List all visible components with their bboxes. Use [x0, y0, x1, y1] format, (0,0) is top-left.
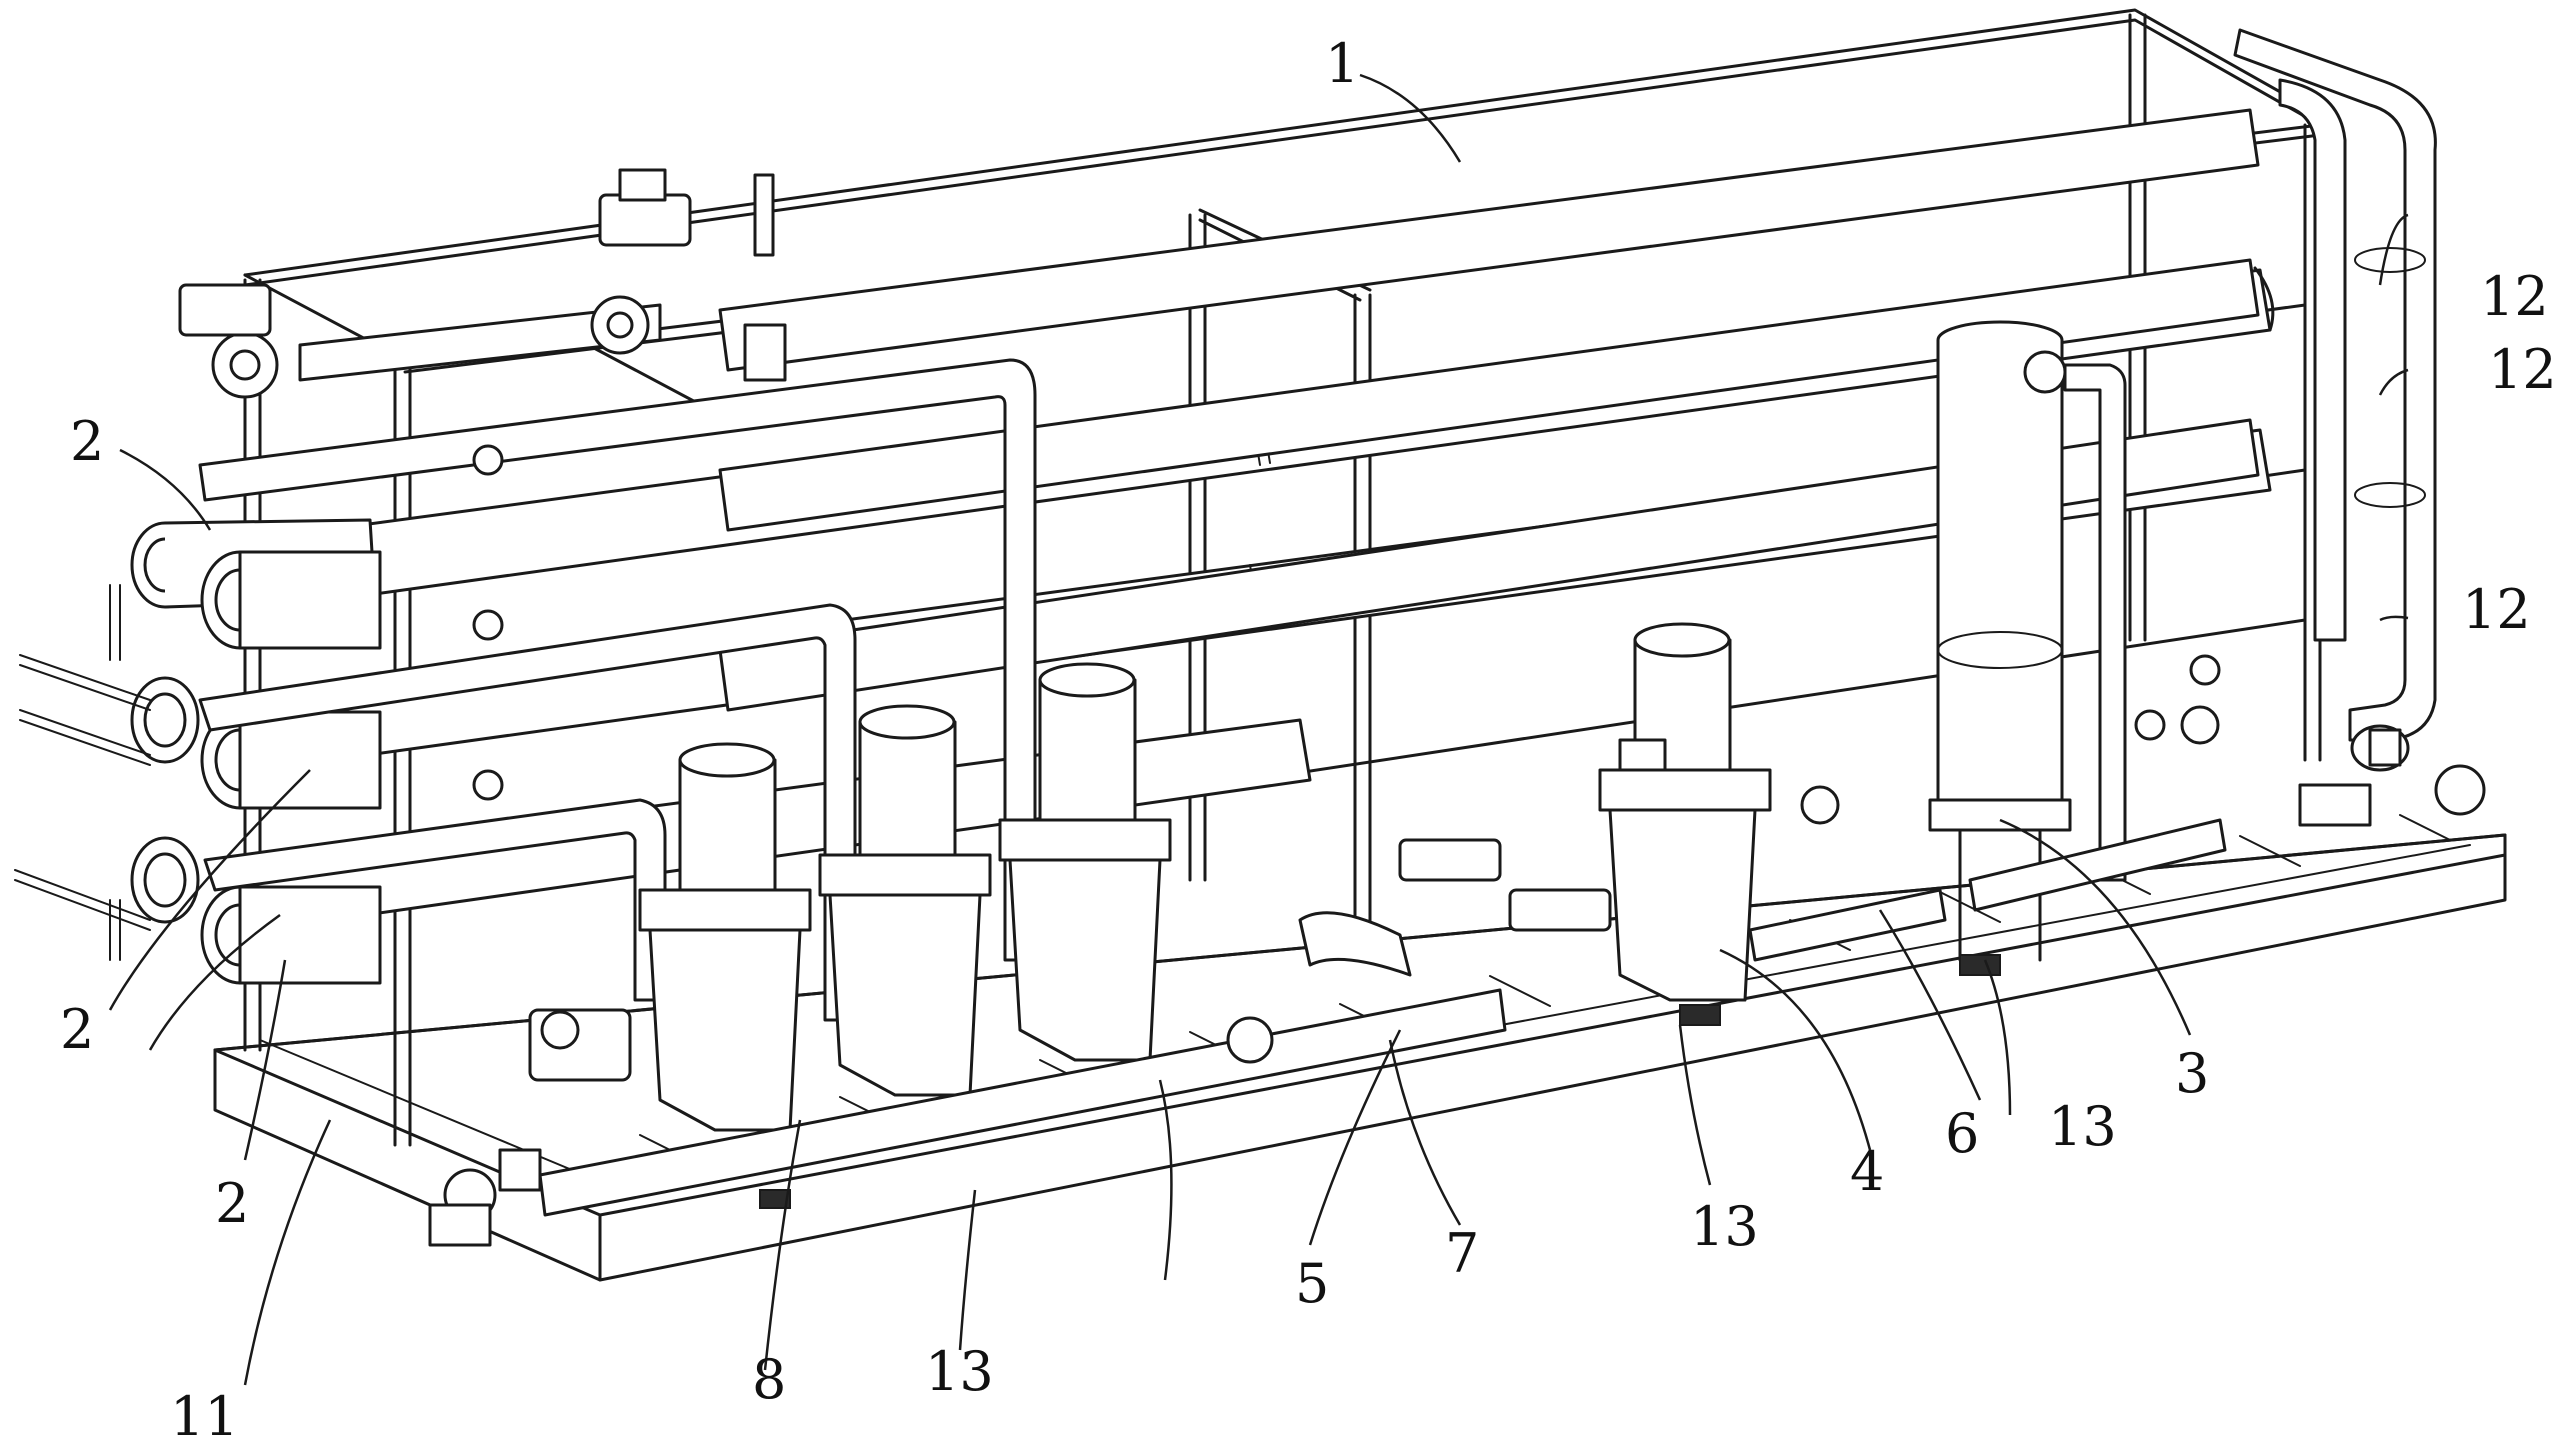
callout-12-mid: 12	[2488, 338, 2557, 401]
pressure-vessels	[14, 108, 2275, 985]
callout-7: 7	[1445, 1222, 1479, 1285]
callout-13-mid: 13	[1690, 1195, 1759, 1258]
return-headers	[2233, 28, 2437, 772]
callout-13-front: 13	[925, 1340, 994, 1403]
pumps	[638, 622, 1772, 1132]
callout-2-bottom: 2	[215, 1172, 249, 1235]
manifold-pipes	[178, 168, 1037, 1022]
callout-13-right: 13	[2048, 1095, 2117, 1158]
callout-11: 11	[170, 1385, 239, 1438]
callout-8: 8	[752, 1348, 786, 1411]
callout-12-top: 12	[2480, 265, 2549, 328]
callout-2-top: 2	[70, 410, 104, 473]
callout-1: 1	[1325, 32, 1359, 95]
callout-4: 4	[1850, 1140, 1884, 1203]
feed-line	[428, 705, 2486, 1247]
callout-12-bottom: 12	[2462, 578, 2531, 641]
callout-5: 5	[1295, 1252, 1329, 1315]
callout-2-mid: 2	[60, 998, 94, 1061]
callout-3: 3	[2175, 1042, 2209, 1105]
pressure-gauges	[472, 444, 2221, 801]
cartridge-filter	[1928, 320, 2127, 962]
callout-leaders	[108, 73, 2409, 1386]
callout-labels: 1 2 2 2 2 3 4 5 6 7 8 11 12 12 12 13 13 …	[60, 32, 2557, 1438]
callout-6: 6	[1945, 1102, 1979, 1165]
